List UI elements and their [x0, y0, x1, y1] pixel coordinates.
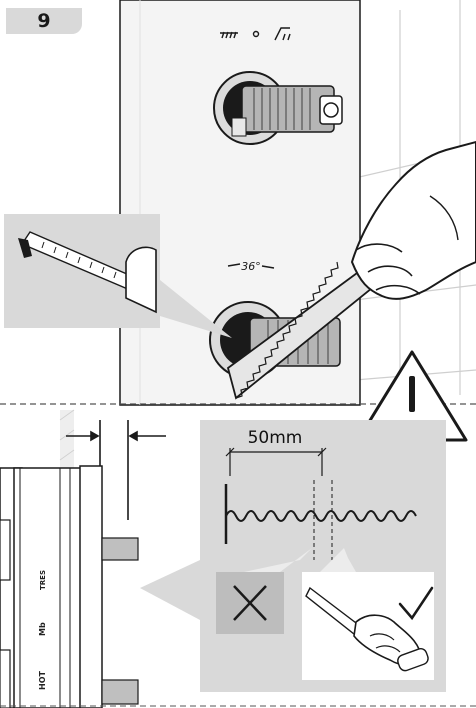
small-saw-hand	[305, 586, 429, 672]
cutting-detail-panel	[140, 420, 446, 692]
temperature-marks	[220, 27, 291, 41]
hand	[350, 140, 476, 300]
cross-icon	[233, 585, 267, 621]
cartridge-mark-mb: Mb	[38, 622, 47, 636]
step-number: 9	[37, 10, 51, 32]
measure-label: 50mm	[247, 428, 303, 448]
step-badge	[6, 8, 82, 34]
upper-valve	[213, 71, 343, 145]
cartridge-mark-tres: TRES	[39, 570, 47, 590]
check-icon	[398, 586, 434, 621]
cartridge-mark-hot: HOT	[38, 671, 47, 690]
angle-label: 36°	[241, 260, 261, 273]
measuring-tape-inset	[4, 214, 232, 338]
angle-mark: 36°	[227, 260, 275, 273]
gap-arrows	[66, 420, 166, 520]
valve-cross-section: TRES Mb HOT	[0, 409, 139, 708]
